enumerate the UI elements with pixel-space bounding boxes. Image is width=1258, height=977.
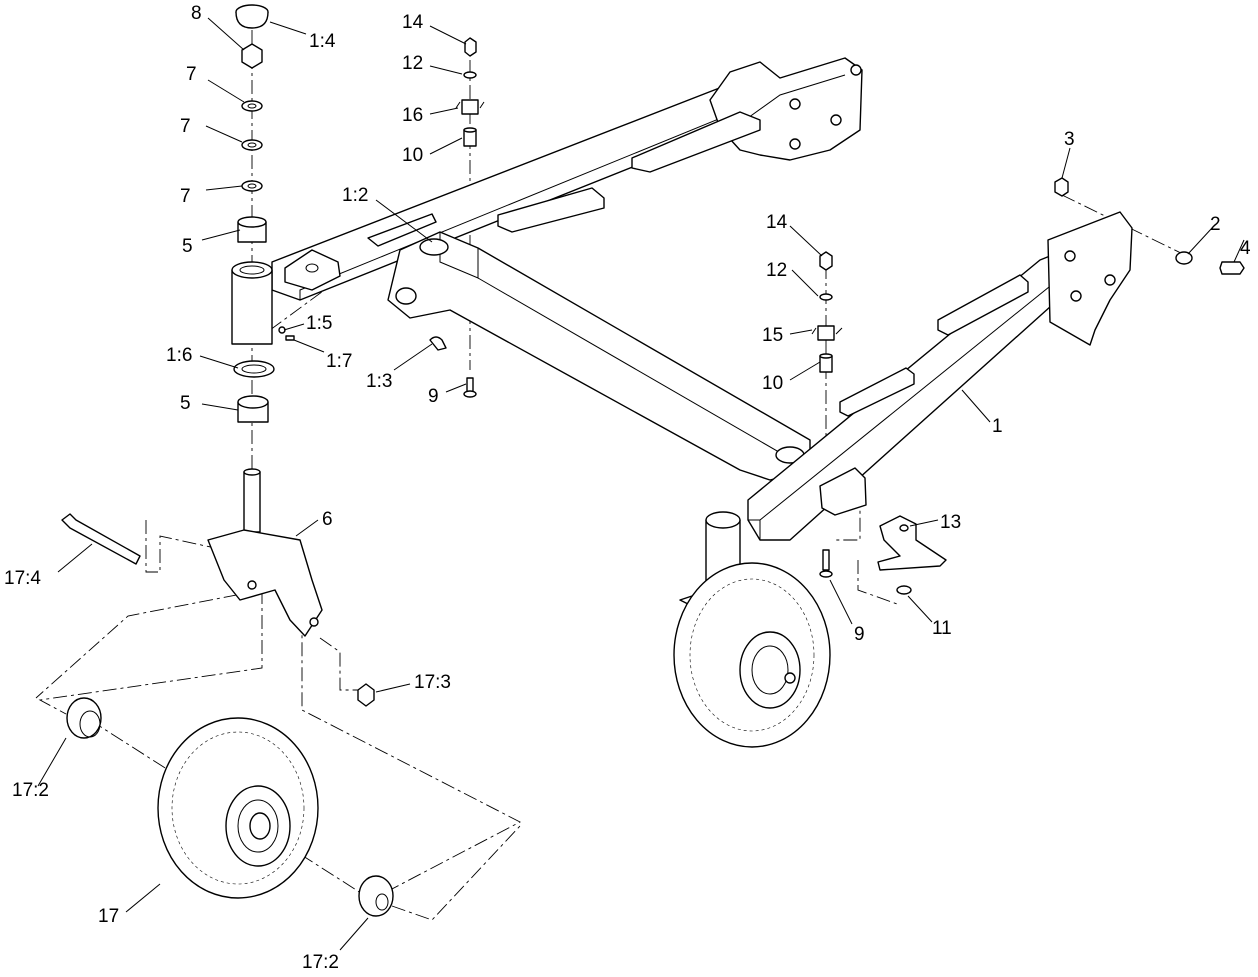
callout-8: 8: [191, 3, 202, 24]
callout-12: 12: [766, 260, 787, 281]
callout-12: 12: [402, 53, 423, 74]
callout-1-3: 1:3: [366, 371, 392, 392]
center-hardware: [429, 37, 1245, 595]
callout-6: 6: [322, 509, 333, 530]
callout-3: 3: [1064, 129, 1075, 150]
callout-9: 9: [854, 624, 865, 645]
callout-1-5: 1:5: [306, 313, 332, 334]
callout-15: 15: [762, 325, 783, 346]
left-caster-stack: [61, 4, 375, 707]
front-caster-wheel: [673, 562, 831, 748]
callout-9: 9: [428, 386, 439, 407]
callout-17: 17: [98, 906, 119, 927]
callout-16: 16: [402, 105, 423, 126]
callout-4: 4: [1240, 238, 1251, 259]
callout-1-7: 1:7: [326, 351, 352, 372]
callout-11: 11: [932, 618, 952, 639]
callout-17-2: 17:2: [12, 780, 49, 801]
callout-17-4: 17:4: [4, 568, 41, 589]
callout-7: 7: [180, 116, 191, 137]
callout-7: 7: [180, 186, 191, 207]
callout-1: 1: [992, 416, 1003, 437]
callout-5: 5: [182, 236, 193, 257]
callout-10: 10: [762, 373, 783, 394]
callout-5: 5: [180, 393, 191, 414]
callout-1-6: 1:6: [166, 345, 192, 366]
callout-1-4: 1:4: [309, 31, 336, 52]
callout-2: 2: [1210, 214, 1221, 235]
callout-7: 7: [186, 64, 197, 85]
callout-14: 14: [766, 212, 788, 233]
left-wheel: [66, 697, 394, 917]
callout-1-2: 1:2: [342, 185, 368, 206]
callout-labels: 8 1:4 7 7 7 5 1:5 1:6 1:7 5 14 12 16 10 …: [4, 3, 1251, 973]
callout-14: 14: [402, 12, 424, 33]
leader-lines: [37, 17, 1245, 951]
callout-13: 13: [940, 512, 961, 533]
callout-10: 10: [402, 145, 423, 166]
callout-17-3: 17:3: [414, 672, 451, 693]
callout-17-2: 17:2: [302, 952, 339, 973]
